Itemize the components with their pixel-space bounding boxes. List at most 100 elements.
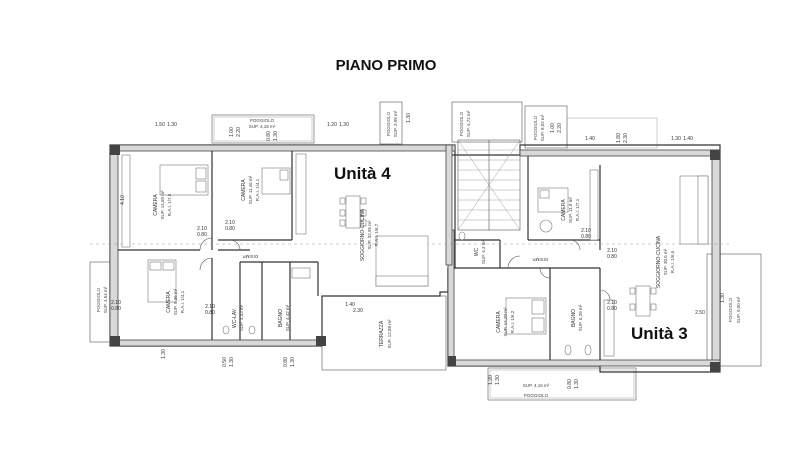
svg-text:0.80: 0.80 [111,306,121,312]
balcony-top-mid-area: SUP. 3,98 m² [393,110,398,137]
svg-text:1.00: 1.00 [229,127,235,137]
room-bagno-unit3: BAGNO [571,309,577,327]
balcony-right-area: SUP. 9,00 m² [736,296,741,323]
room-wc-lav: WC-LAV. [232,308,238,328]
svg-text:1.30: 1.30 [290,357,296,367]
svg-text:2.10: 2.10 [225,220,235,226]
svg-text:0.50: 0.50 [222,357,228,367]
svg-text:R.A.I. 1/6,2: R.A.I. 1/6,2 [510,310,515,333]
plan-title: PIANO PRIMO [336,57,437,74]
wardrobe-ne [589,169,599,241]
dimension-labels: 1.50 1.30 1.00 2.20 0.80 1.30 1.20 1.30 … [111,113,726,389]
svg-text:SUP. 14,60 m²: SUP. 14,60 m² [160,190,165,219]
svg-text:2.10: 2.10 [205,304,215,310]
room-bagno-unit4: BAGNO [278,309,284,327]
svg-text:SUP. 4,43 m²: SUP. 4,43 m² [239,304,244,331]
svg-text:SUP. 11,46 m²: SUP. 11,46 m² [248,175,253,204]
svg-text:1.40: 1.40 [683,136,693,142]
svg-text:1.30: 1.30 [339,122,349,128]
balcony-top-right-area: SUP. 8,02 m² [540,114,545,141]
svg-text:1.40: 1.40 [345,302,355,308]
room-camera-sw: CAMERA [166,291,172,313]
unit3-label: Unità 3 [631,324,688,343]
room-camera-small: CAMERA [241,179,247,201]
balcony-top-stair [451,101,523,143]
svg-text:0.80: 0.80 [607,254,617,260]
dining-unit3 [629,285,657,317]
svg-text:0.80: 0.80 [225,226,235,232]
svg-text:1.30: 1.30 [574,379,580,389]
svg-text:1.30: 1.30 [161,349,167,359]
room-disimp-unit4: DISIMP. [242,254,258,259]
balcony-right-label: POGGIOLO [728,297,733,322]
bed-master [159,164,209,196]
svg-text:R.A.I. 1/6,7: R.A.I. 1/6,7 [374,223,379,246]
svg-text:1.30: 1.30 [167,122,177,128]
balcony-bottom-label: POGGIOLO [524,393,549,398]
svg-text:1.30: 1.30 [671,136,681,142]
room-soggiorno-unit4: SOGGIORNO-CUCINA [360,208,366,261]
bed-small [261,167,291,195]
svg-text:2.20: 2.20 [557,123,563,133]
wardrobe-master [121,154,131,248]
svg-text:1.40: 1.40 [585,136,595,142]
svg-text:2.30: 2.30 [353,308,363,314]
balcony-top-left-area: SUP. 4,18 m² [249,124,276,129]
room-wc-unit3: WC [474,247,480,256]
svg-text:2.10: 2.10 [607,300,617,306]
svg-text:SUP. 32,95 m²: SUP. 32,95 m² [367,220,372,249]
dining-table [339,195,367,229]
svg-text:1.20: 1.20 [327,122,337,128]
balcony-left-label: POGGIOLO [96,287,101,312]
bed-s [505,297,547,335]
svg-text:1.00: 1.00 [550,123,556,133]
balcony-top-left [211,114,315,144]
svg-text:0.80: 0.80 [567,379,573,389]
svg-text:SUP. 11,8 m²: SUP. 11,8 m² [568,196,573,223]
bed-sw [147,259,177,303]
balcony-bottom-area: SUP. 4,16 m² [523,383,550,388]
svg-text:0.80: 0.80 [197,232,207,238]
svg-text:R.A.I. 1/4,1: R.A.I. 1/4,1 [255,178,260,201]
balcony-top-stair-label: POGGIOLO [459,111,464,136]
svg-text:R.A.I. 1/6,5: R.A.I. 1/6,5 [670,250,675,273]
svg-text:2.20: 2.20 [236,127,242,137]
svg-text:2.10: 2.10 [197,226,207,232]
terrace-label: TERRAZZA [379,320,385,347]
svg-text:2.30: 2.30 [623,133,629,143]
svg-text:SUP. 30,5 m²: SUP. 30,5 m² [663,248,668,275]
svg-text:1.30: 1.30 [720,293,726,303]
fixtures-unit3 [458,231,592,356]
kitchen-unit3 [603,299,615,357]
svg-text:SUP. 14,20 m²: SUP. 14,20 m² [503,307,508,336]
svg-text:0.80: 0.80 [205,310,215,316]
balcony-top-right-label: POGGIOLO [533,115,538,140]
toilets-unit4 [222,267,311,335]
kitchen-unit4 [295,153,307,235]
balcony-left-area: SUP. 4,54 m² [103,286,108,313]
svg-text:0.80: 0.80 [607,306,617,312]
room-disimp-unit3: DISIMP. [532,257,548,262]
svg-text:R.A.I. 1/7,1: R.A.I. 1/7,1 [575,198,580,221]
balcony-bottom [487,367,637,401]
svg-text:1.30: 1.30 [495,375,501,385]
svg-text:SUP. 9,36 m²: SUP. 9,36 m² [173,288,178,315]
svg-text:2.10: 2.10 [607,248,617,254]
svg-text:2.50: 2.50 [695,310,705,316]
bed-ne [537,187,569,233]
room-camera-ne: CAMERA [561,199,567,221]
balcony-right [706,253,762,367]
svg-text:2.10: 2.10 [111,300,121,306]
svg-text:4.10: 4.10 [120,195,126,205]
svg-text:R.A.I. 1/4,1: R.A.I. 1/4,1 [180,290,185,313]
room-camera-s: CAMERA [496,311,502,333]
svg-text:1.30: 1.30 [406,113,412,123]
svg-text:0.80: 0.80 [283,357,289,367]
doors [199,237,611,301]
room-camera-master: CAMERA [153,194,159,216]
terrace-area: SUP. 12,88 m² [387,319,392,348]
svg-text:SUP. 4,3 m²: SUP. 4,3 m² [481,240,486,264]
svg-text:R.A.I. 1/7,5: R.A.I. 1/7,5 [167,193,172,216]
svg-text:1.80: 1.80 [616,133,622,143]
